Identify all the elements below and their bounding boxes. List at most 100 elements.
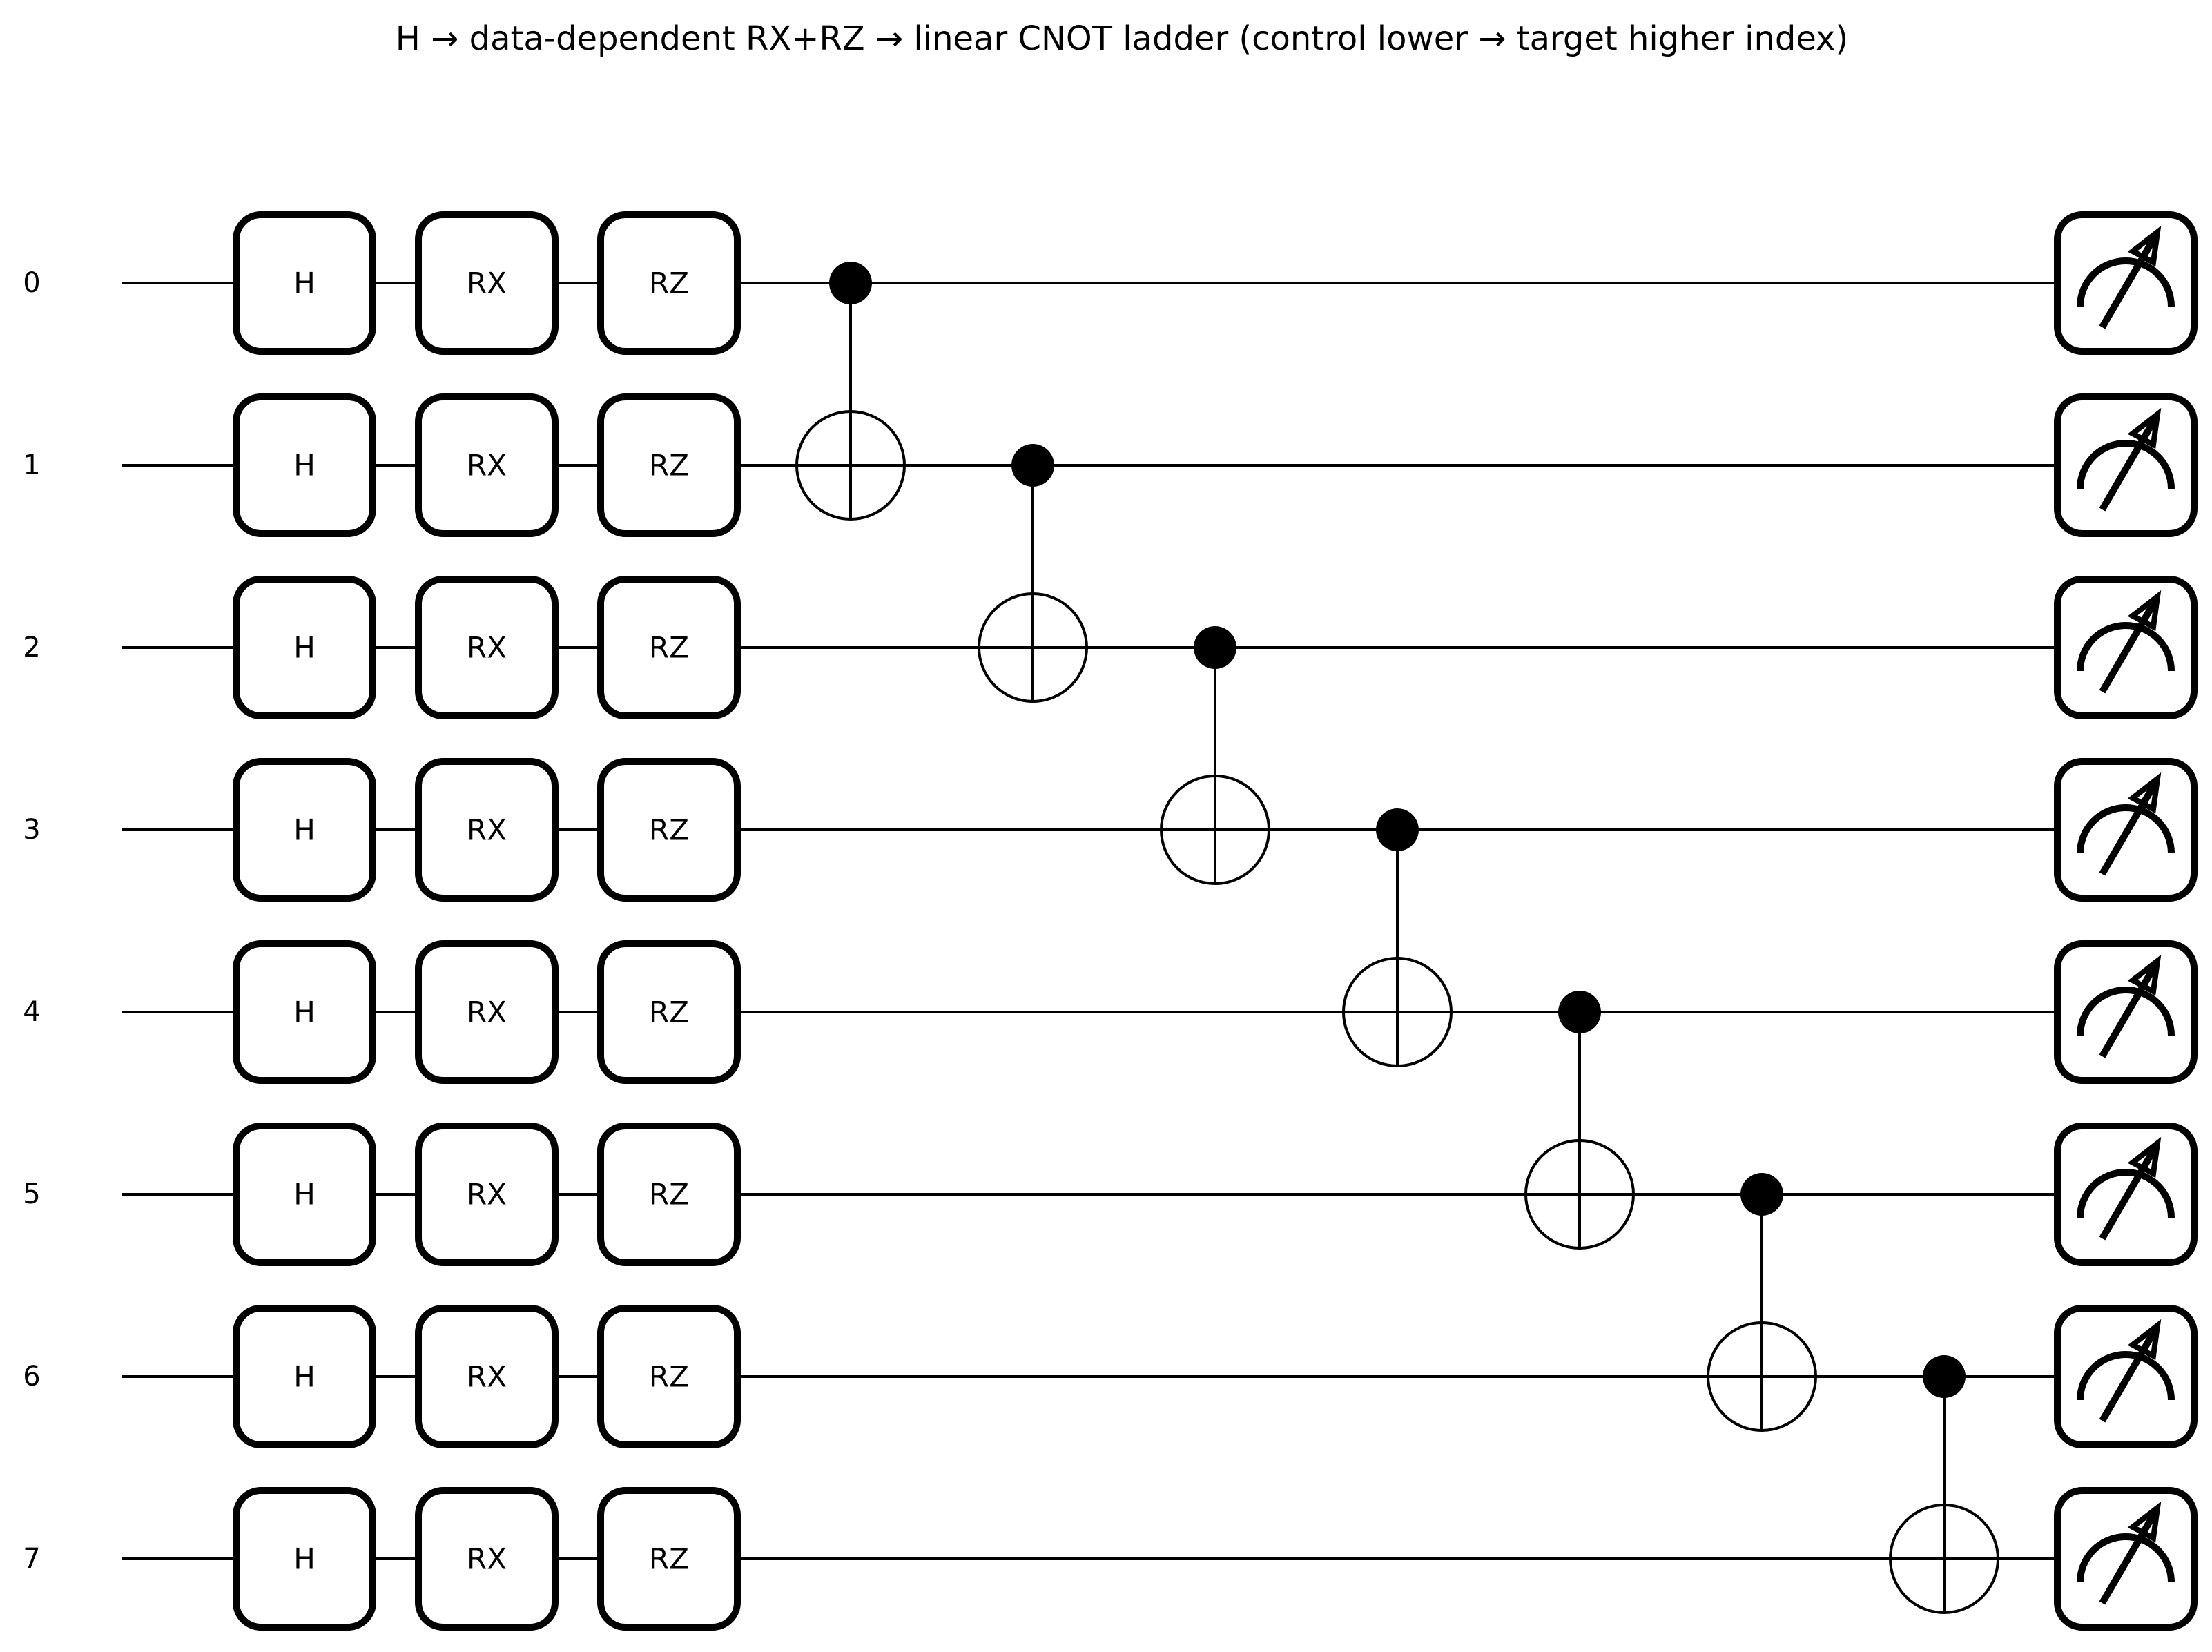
measure-meter-icon-q6 bbox=[2054, 1305, 2198, 1448]
gate-label: RZ bbox=[649, 449, 689, 483]
gate-box bbox=[597, 940, 741, 1084]
qubit-label-5: 5 bbox=[23, 1178, 40, 1210]
gate-rx-q1: RX bbox=[415, 393, 559, 537]
measure-arc bbox=[2077, 257, 2175, 307]
cnot-control-dot bbox=[1923, 1355, 1966, 1398]
gate-rx-q0: RX bbox=[415, 211, 559, 355]
gate-box bbox=[415, 1123, 559, 1266]
gate-box bbox=[233, 211, 376, 355]
cnot-0-1 bbox=[795, 262, 906, 521]
measure-arc bbox=[2077, 440, 2175, 489]
gate-rz-q2: RZ bbox=[597, 576, 741, 719]
gate-label: H bbox=[293, 631, 316, 665]
gate-box bbox=[415, 1305, 559, 1448]
gate-box bbox=[233, 393, 376, 537]
qubit-label-2: 2 bbox=[23, 632, 40, 663]
gate-box bbox=[597, 1305, 741, 1448]
gate-rz-q3: RZ bbox=[597, 758, 741, 902]
measure-meter-icon-q3 bbox=[2054, 758, 2198, 902]
gate-label: H bbox=[293, 1178, 316, 1212]
gate-rx-q7: RX bbox=[415, 1487, 559, 1631]
gate-h-q3: H bbox=[233, 758, 376, 902]
measure-meter-icon-q7 bbox=[2054, 1487, 2198, 1631]
gate-label: RX bbox=[467, 813, 507, 847]
cnot-1-2 bbox=[978, 444, 1088, 703]
gate-box bbox=[597, 758, 741, 902]
gate-rz-q1: RZ bbox=[597, 393, 741, 537]
gate-box bbox=[233, 1305, 376, 1448]
gate-label: RX bbox=[467, 449, 507, 483]
gate-box bbox=[233, 576, 376, 719]
measure-needle bbox=[2099, 415, 2160, 512]
gate-label: RZ bbox=[649, 266, 689, 300]
gate-box bbox=[415, 1487, 559, 1631]
measure-arc bbox=[2077, 622, 2175, 672]
gate-box bbox=[597, 211, 741, 355]
gate-label: RZ bbox=[649, 1542, 689, 1576]
measure-needle bbox=[2099, 1144, 2160, 1241]
gate-rz-q7: RZ bbox=[597, 1487, 741, 1631]
gate-label: RZ bbox=[649, 995, 689, 1029]
gate-box bbox=[233, 1123, 376, 1266]
gate-box bbox=[597, 393, 741, 537]
gate-label: H bbox=[293, 449, 316, 483]
measure-arrowhead bbox=[2127, 1319, 2162, 1361]
gate-rz-q4: RZ bbox=[597, 940, 741, 1084]
gate-label: RX bbox=[467, 1360, 507, 1394]
gate-h-q0: H bbox=[233, 211, 376, 355]
measure-arc bbox=[2077, 987, 2175, 1036]
cnot-ladder bbox=[795, 262, 1999, 1614]
gate-box bbox=[233, 1487, 376, 1631]
measure-arc bbox=[2077, 1351, 2175, 1401]
measure-needle bbox=[2099, 779, 2160, 876]
measure-arrowhead bbox=[2127, 1136, 2162, 1178]
gate-rx-q2: RX bbox=[415, 576, 559, 719]
measure-arrowhead bbox=[2127, 1501, 2162, 1543]
cnot-control-dot bbox=[1011, 444, 1054, 487]
measure-arrowhead bbox=[2127, 225, 2162, 267]
gate-h-q7: H bbox=[233, 1487, 376, 1631]
measure-arrowhead bbox=[2127, 590, 2162, 632]
measure-arc bbox=[2077, 1533, 2175, 1583]
gate-label: RZ bbox=[649, 1178, 689, 1212]
measure-meter-icon-q4 bbox=[2054, 940, 2198, 1084]
gate-box bbox=[597, 1487, 741, 1631]
gate-rz-q6: RZ bbox=[597, 1305, 741, 1448]
measure-needle bbox=[2099, 962, 2160, 1058]
gate-h-q1: H bbox=[233, 393, 376, 537]
cnot-control-dot bbox=[1376, 808, 1419, 851]
gate-label: RX bbox=[467, 1178, 507, 1212]
qubit-label-4: 4 bbox=[23, 996, 40, 1028]
gate-h-q4: H bbox=[233, 940, 376, 1084]
qubit-label-0: 0 bbox=[23, 267, 40, 299]
qubit-label-7: 7 bbox=[23, 1543, 40, 1575]
cnot-control-dot bbox=[1740, 1173, 1783, 1216]
cnot-2-3 bbox=[1160, 626, 1270, 885]
measure-needle bbox=[2099, 597, 2160, 694]
cnot-control-dot bbox=[1558, 991, 1601, 1033]
gate-rz-q0: RZ bbox=[597, 211, 741, 355]
gate-h-q2: H bbox=[233, 576, 376, 719]
cnot-5-6 bbox=[1707, 1173, 1817, 1432]
measure-arrowhead bbox=[2127, 954, 2162, 996]
measure-arrowhead bbox=[2127, 407, 2162, 449]
gate-label: RX bbox=[467, 995, 507, 1029]
measure-arc bbox=[2077, 1169, 2175, 1218]
qubit-label-1: 1 bbox=[23, 449, 40, 481]
gate-box bbox=[415, 211, 559, 355]
gate-label: RZ bbox=[649, 631, 689, 665]
cnot-3-4 bbox=[1342, 808, 1453, 1067]
gate-label: H bbox=[293, 1360, 316, 1394]
cnot-control-dot bbox=[829, 262, 872, 304]
measure-meter-icon-q5 bbox=[2054, 1123, 2198, 1266]
measure-arc bbox=[2077, 804, 2175, 854]
gate-label: H bbox=[293, 1542, 316, 1576]
gate-h-q5: H bbox=[233, 1123, 376, 1266]
gate-box bbox=[415, 393, 559, 537]
gate-rx-q5: RX bbox=[415, 1123, 559, 1266]
measure-needle bbox=[2099, 1326, 2160, 1423]
measure-needle bbox=[2099, 1508, 2160, 1605]
measure-arrowhead bbox=[2127, 772, 2162, 814]
measure-meter-icon-q0 bbox=[2054, 211, 2198, 355]
